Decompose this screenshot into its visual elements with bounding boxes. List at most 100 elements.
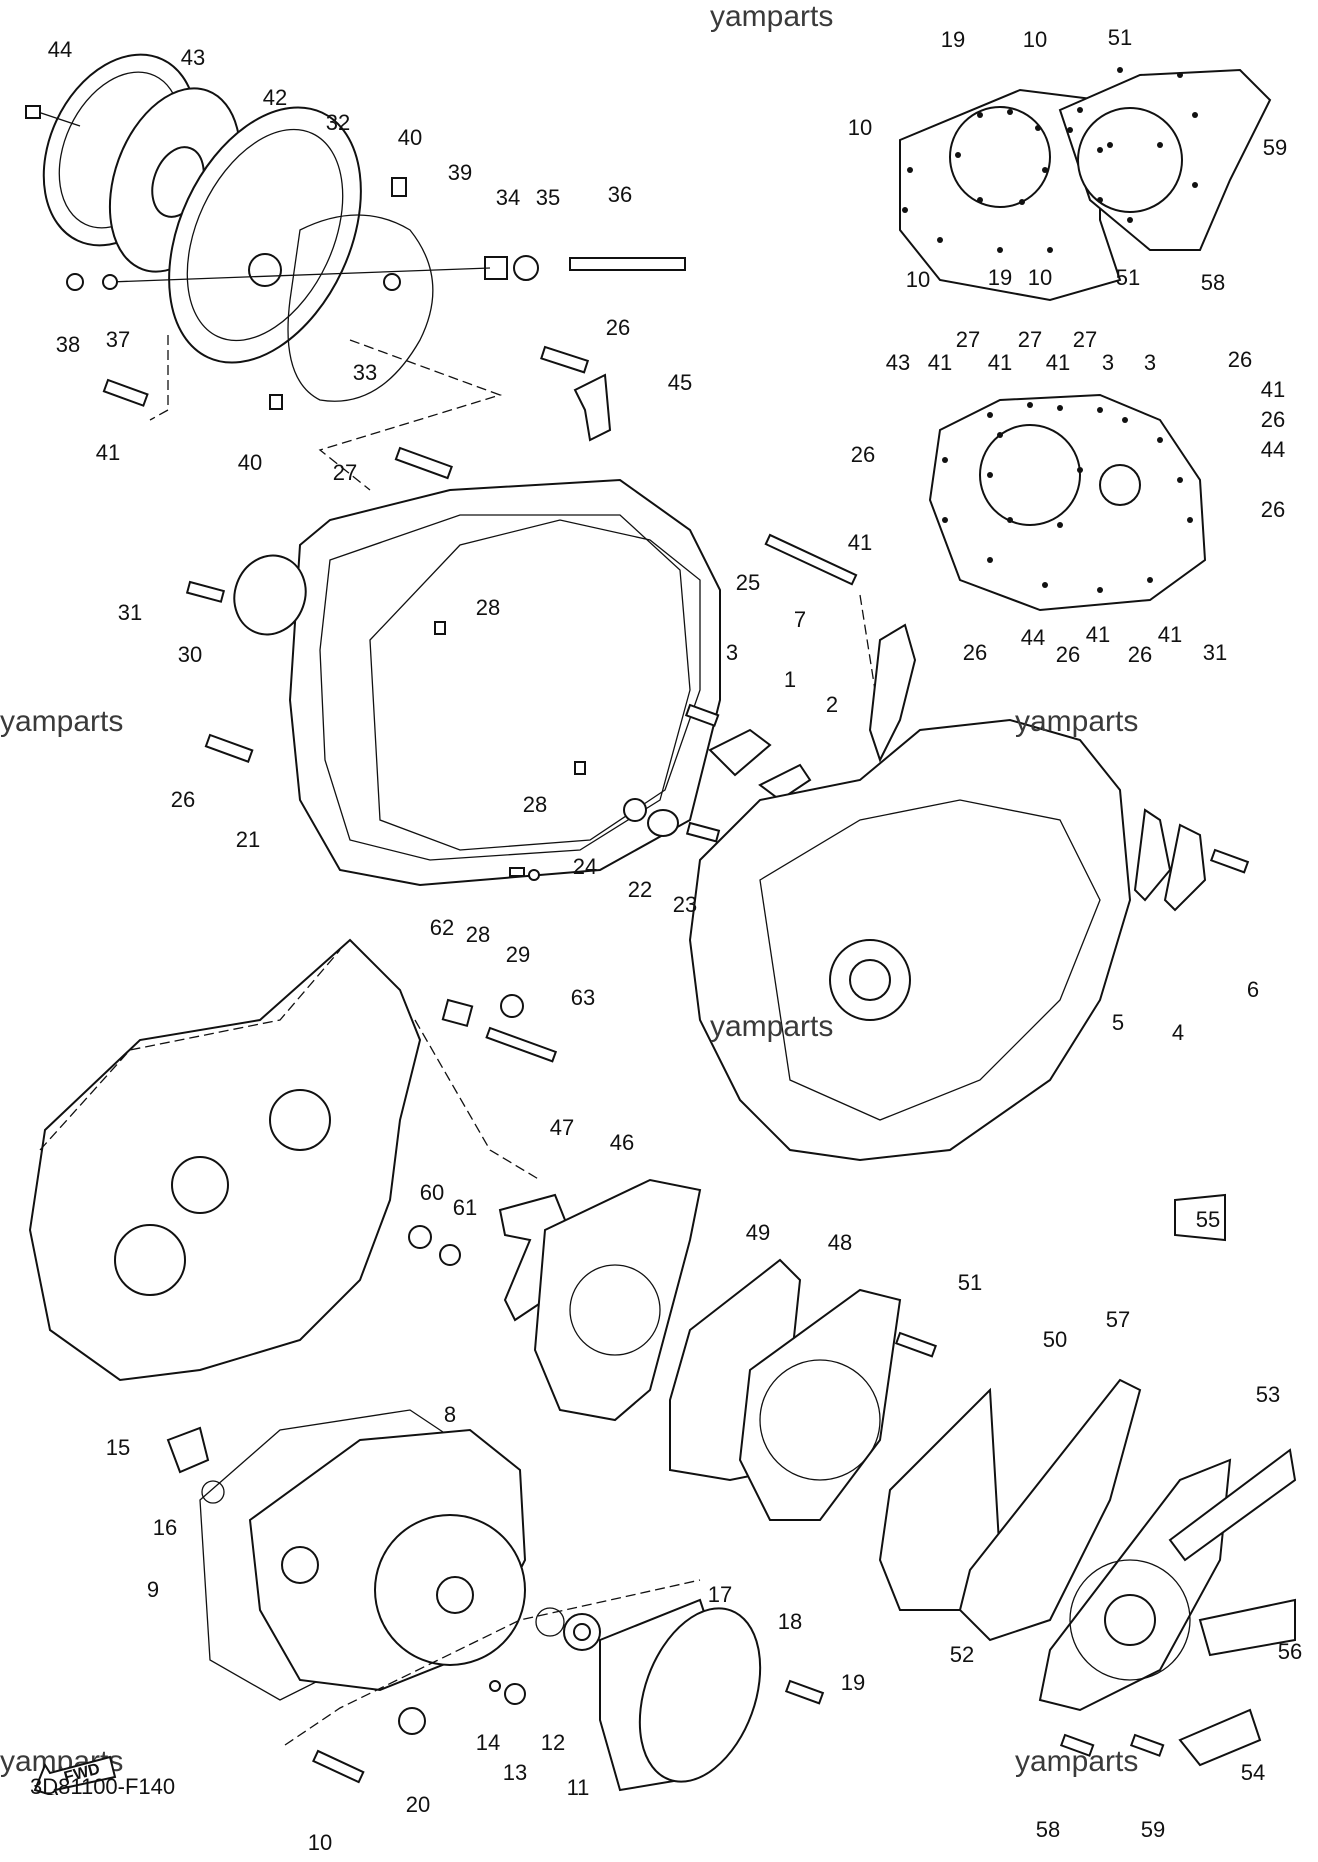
part-8-generator-cover bbox=[248, 1428, 527, 1692]
part-57-cover bbox=[958, 1378, 1142, 1642]
callout-label: 45 bbox=[667, 370, 693, 395]
callout-label: 46 bbox=[609, 1130, 635, 1155]
callout-label: 13 bbox=[502, 1760, 528, 1785]
crankcase-right bbox=[688, 623, 1132, 1162]
callout-label: 27 bbox=[1072, 327, 1098, 352]
callout-label: 53 bbox=[1255, 1382, 1281, 1407]
callout-label: 41 bbox=[1260, 377, 1286, 402]
callout-label: 33 bbox=[352, 360, 378, 385]
callout-label: 4 bbox=[1171, 1020, 1185, 1045]
part-41-bolt bbox=[102, 378, 149, 407]
bolt-layout-clutch-side bbox=[899, 67, 1272, 302]
watermark: yamparts bbox=[710, 1010, 834, 1043]
callout-label: 29 bbox=[505, 942, 531, 967]
callout-label: 38 bbox=[55, 332, 81, 357]
part-60-61-62-63 bbox=[408, 994, 558, 1266]
part-17-18-19-covers bbox=[599, 1598, 825, 1792]
callout-label: 6 bbox=[1246, 977, 1260, 1002]
callout-label: 19 bbox=[840, 1670, 866, 1695]
callout-label: 48 bbox=[827, 1230, 853, 1255]
watermark: yamparts bbox=[710, 0, 834, 33]
callout-label: 26 bbox=[962, 640, 988, 665]
callout-label: 26 bbox=[1127, 642, 1153, 667]
callout-label: 61 bbox=[452, 1195, 478, 1220]
callout-label: 26 bbox=[170, 787, 196, 812]
callout-label: 62 bbox=[429, 915, 455, 940]
callout-label: 57 bbox=[1105, 1307, 1131, 1332]
callout-label: 28 bbox=[522, 792, 548, 817]
callout-label: 44 bbox=[1260, 437, 1286, 462]
part-30-31-cover bbox=[185, 554, 307, 636]
callout-label: 14 bbox=[475, 1730, 501, 1755]
callout-label: 60 bbox=[419, 1180, 445, 1205]
watermark: yamparts bbox=[0, 705, 124, 738]
callout-label: 54 bbox=[1240, 1760, 1266, 1785]
callout-label: 41 bbox=[1157, 622, 1183, 647]
part-32-clutch-housing bbox=[168, 106, 362, 364]
callout-label: 21 bbox=[235, 827, 261, 852]
callout-label: 15 bbox=[105, 1435, 131, 1460]
callout-label: 23 bbox=[672, 892, 698, 917]
callout-label: 10 bbox=[1027, 265, 1053, 290]
callout-label: 32 bbox=[325, 110, 351, 135]
callout-label: 41 bbox=[1085, 622, 1111, 647]
part-46-sprocket-cover bbox=[533, 1178, 702, 1422]
bolt-layout-generator-side bbox=[928, 393, 1207, 612]
part-44-bolt bbox=[25, 105, 81, 127]
callout-label: 56 bbox=[1277, 1639, 1303, 1664]
callout-label: 55 bbox=[1195, 1207, 1221, 1232]
callout-label: 26 bbox=[1055, 642, 1081, 667]
callout-label: 36 bbox=[607, 182, 633, 207]
callout-label: 26 bbox=[1260, 497, 1286, 522]
callout-label: 41 bbox=[847, 530, 873, 555]
part-37-38-washers bbox=[66, 273, 118, 291]
diagram-code: 3D81100-F140 bbox=[30, 1774, 176, 1799]
part-10-bolt bbox=[284, 1579, 701, 1784]
part-33-bearing bbox=[383, 273, 401, 291]
callout-label: 12 bbox=[540, 1730, 566, 1755]
callout-label: 43 bbox=[885, 350, 911, 375]
callout-label: 1 bbox=[783, 667, 797, 692]
part-7-long-bolt bbox=[764, 533, 876, 691]
callout-label: 28 bbox=[475, 595, 501, 620]
callout-label: 26 bbox=[850, 442, 876, 467]
callout-label: 41 bbox=[987, 350, 1013, 375]
callout-label: 3 bbox=[1143, 350, 1157, 375]
callout-label: 26 bbox=[1227, 347, 1253, 372]
callout-label: 44 bbox=[1020, 625, 1046, 650]
callout-label: 41 bbox=[927, 350, 953, 375]
part-4-5-6-cover bbox=[1133, 808, 1250, 912]
callout-label: 3 bbox=[1101, 350, 1115, 375]
callout-label: 39 bbox=[447, 160, 473, 185]
part-34-35-36-shaft bbox=[109, 255, 686, 283]
callout-label: 37 bbox=[105, 327, 131, 352]
callout-label: 58 bbox=[1200, 270, 1226, 295]
callout-label: 10 bbox=[847, 115, 873, 140]
callout-label: 52 bbox=[949, 1642, 975, 1667]
callout-label: 25 bbox=[735, 570, 761, 595]
callout-label: 31 bbox=[117, 600, 143, 625]
callout-label: 63 bbox=[570, 985, 596, 1010]
callout-label: 27 bbox=[1017, 327, 1043, 352]
callout-label: 59 bbox=[1262, 135, 1288, 160]
callout-label: 34 bbox=[495, 185, 521, 210]
part-21-crankcase-cover bbox=[288, 478, 721, 887]
callout-label: 40 bbox=[237, 450, 263, 475]
callout-label: 2 bbox=[825, 692, 839, 717]
callout-label: 43 bbox=[180, 45, 206, 70]
part-11-12-13-14-small bbox=[398, 1607, 601, 1735]
callout-label: 19 bbox=[987, 265, 1013, 290]
callout-label: 41 bbox=[1045, 350, 1071, 375]
callout-label: 10 bbox=[1022, 27, 1048, 52]
callout-label: 22 bbox=[627, 877, 653, 902]
callout-label: 16 bbox=[152, 1515, 178, 1540]
callout-label: 5 bbox=[1111, 1010, 1125, 1035]
part-27-bolt bbox=[394, 446, 453, 480]
part-26-bolts bbox=[204, 345, 590, 763]
callout-label: 51 bbox=[1115, 265, 1141, 290]
part-39-gasket bbox=[287, 214, 434, 402]
callout-label: 27 bbox=[955, 327, 981, 352]
callout-label: 44 bbox=[47, 37, 73, 62]
